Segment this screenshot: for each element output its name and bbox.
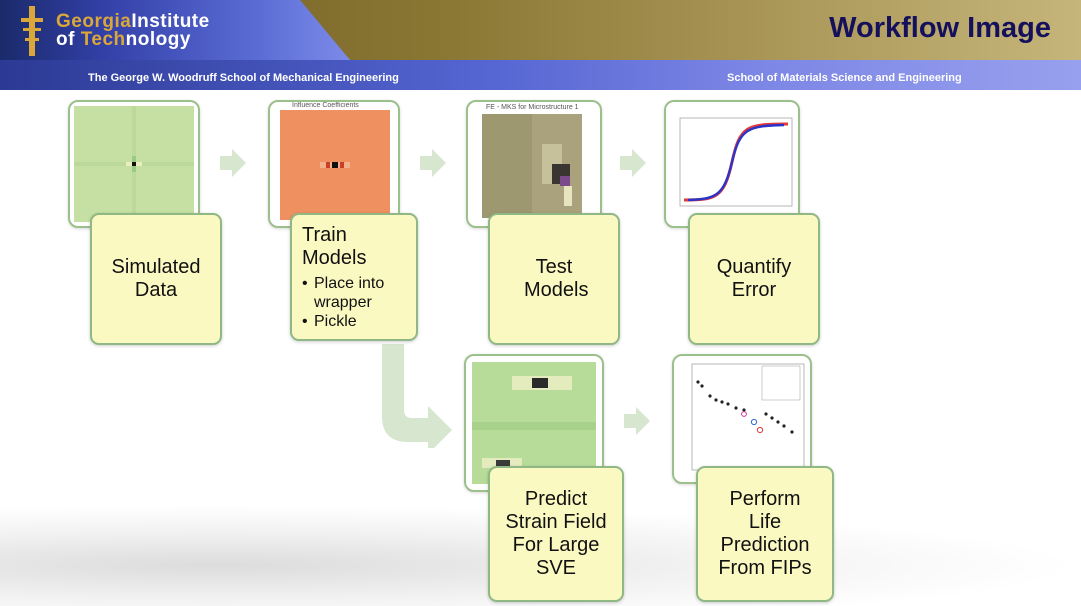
step-train-models: Train Models Place into wrapper Pickle <box>290 213 418 341</box>
influence-map-image <box>280 110 390 220</box>
step-title: Predict Strain Field For Large SVE <box>505 488 607 579</box>
life-scatter-plot <box>691 363 805 471</box>
step-title: Quantify Error <box>716 256 792 301</box>
subtitle-bar <box>0 60 1081 90</box>
logo-word-institute: Institute <box>131 11 210 32</box>
page-title: Workflow Image <box>829 12 1051 44</box>
influence-label: Influence Coefficients <box>292 102 359 109</box>
fe-mks-thumbnail: FE - MKS for Microstructure 1 <box>466 100 602 228</box>
arrow-right-icon <box>620 149 646 177</box>
predicted-strain-thumbnail <box>464 354 604 492</box>
arrow-right-icon <box>420 149 446 177</box>
step-quantify-error: Quantify Error <box>688 213 820 345</box>
strain-map-image <box>74 106 194 222</box>
arrow-right-icon <box>220 149 246 177</box>
header-blue-band <box>0 0 350 60</box>
step-title: Train Models <box>302 223 367 269</box>
fe-mks-map-image <box>482 114 582 218</box>
logo-word-tech: Tech <box>80 29 126 50</box>
header-bar <box>0 0 1081 70</box>
step-bullets: Place into wrapper Pickle <box>302 274 408 331</box>
gatech-logo: GeorgiaInstitute of Technology <box>56 11 210 50</box>
logo-word-of: of <box>56 29 81 50</box>
error-plot-thumbnail <box>664 100 800 228</box>
step-title: Perform Life Prediction From FIPs <box>718 488 812 579</box>
fe-mks-label: FE - MKS for Microstructure 1 <box>486 104 579 111</box>
influence-coefficients-thumbnail: Influence Coefficients <box>268 100 400 228</box>
arrow-right-icon <box>624 407 650 435</box>
step-test-models: Test Models <box>488 213 620 345</box>
step-simulated-data: Simulated Data <box>90 213 222 345</box>
logo-word-nology: nology <box>125 29 191 50</box>
life-prediction-thumbnail <box>672 354 812 484</box>
logo-word-georgia: Georgia <box>56 11 132 32</box>
step-title: Test Models <box>524 256 589 301</box>
step-title: Simulated Data <box>111 256 201 301</box>
bullet-item: Place into wrapper <box>302 274 408 312</box>
arrow-bent-down-right-icon <box>382 344 452 448</box>
left-subtitle: The George W. Woodruff School of Mechani… <box>88 72 399 84</box>
large-strain-map-image <box>472 362 596 484</box>
error-curve-plot <box>679 117 793 207</box>
bullet-item: Pickle <box>302 312 408 331</box>
tower-logo-icon <box>21 6 43 56</box>
simulated-data-thumbnail <box>68 100 200 228</box>
step-perform-life: Perform Life Prediction From FIPs <box>696 466 834 602</box>
right-subtitle: School of Materials Science and Engineer… <box>727 72 962 84</box>
step-predict-strain: Predict Strain Field For Large SVE <box>488 466 624 602</box>
